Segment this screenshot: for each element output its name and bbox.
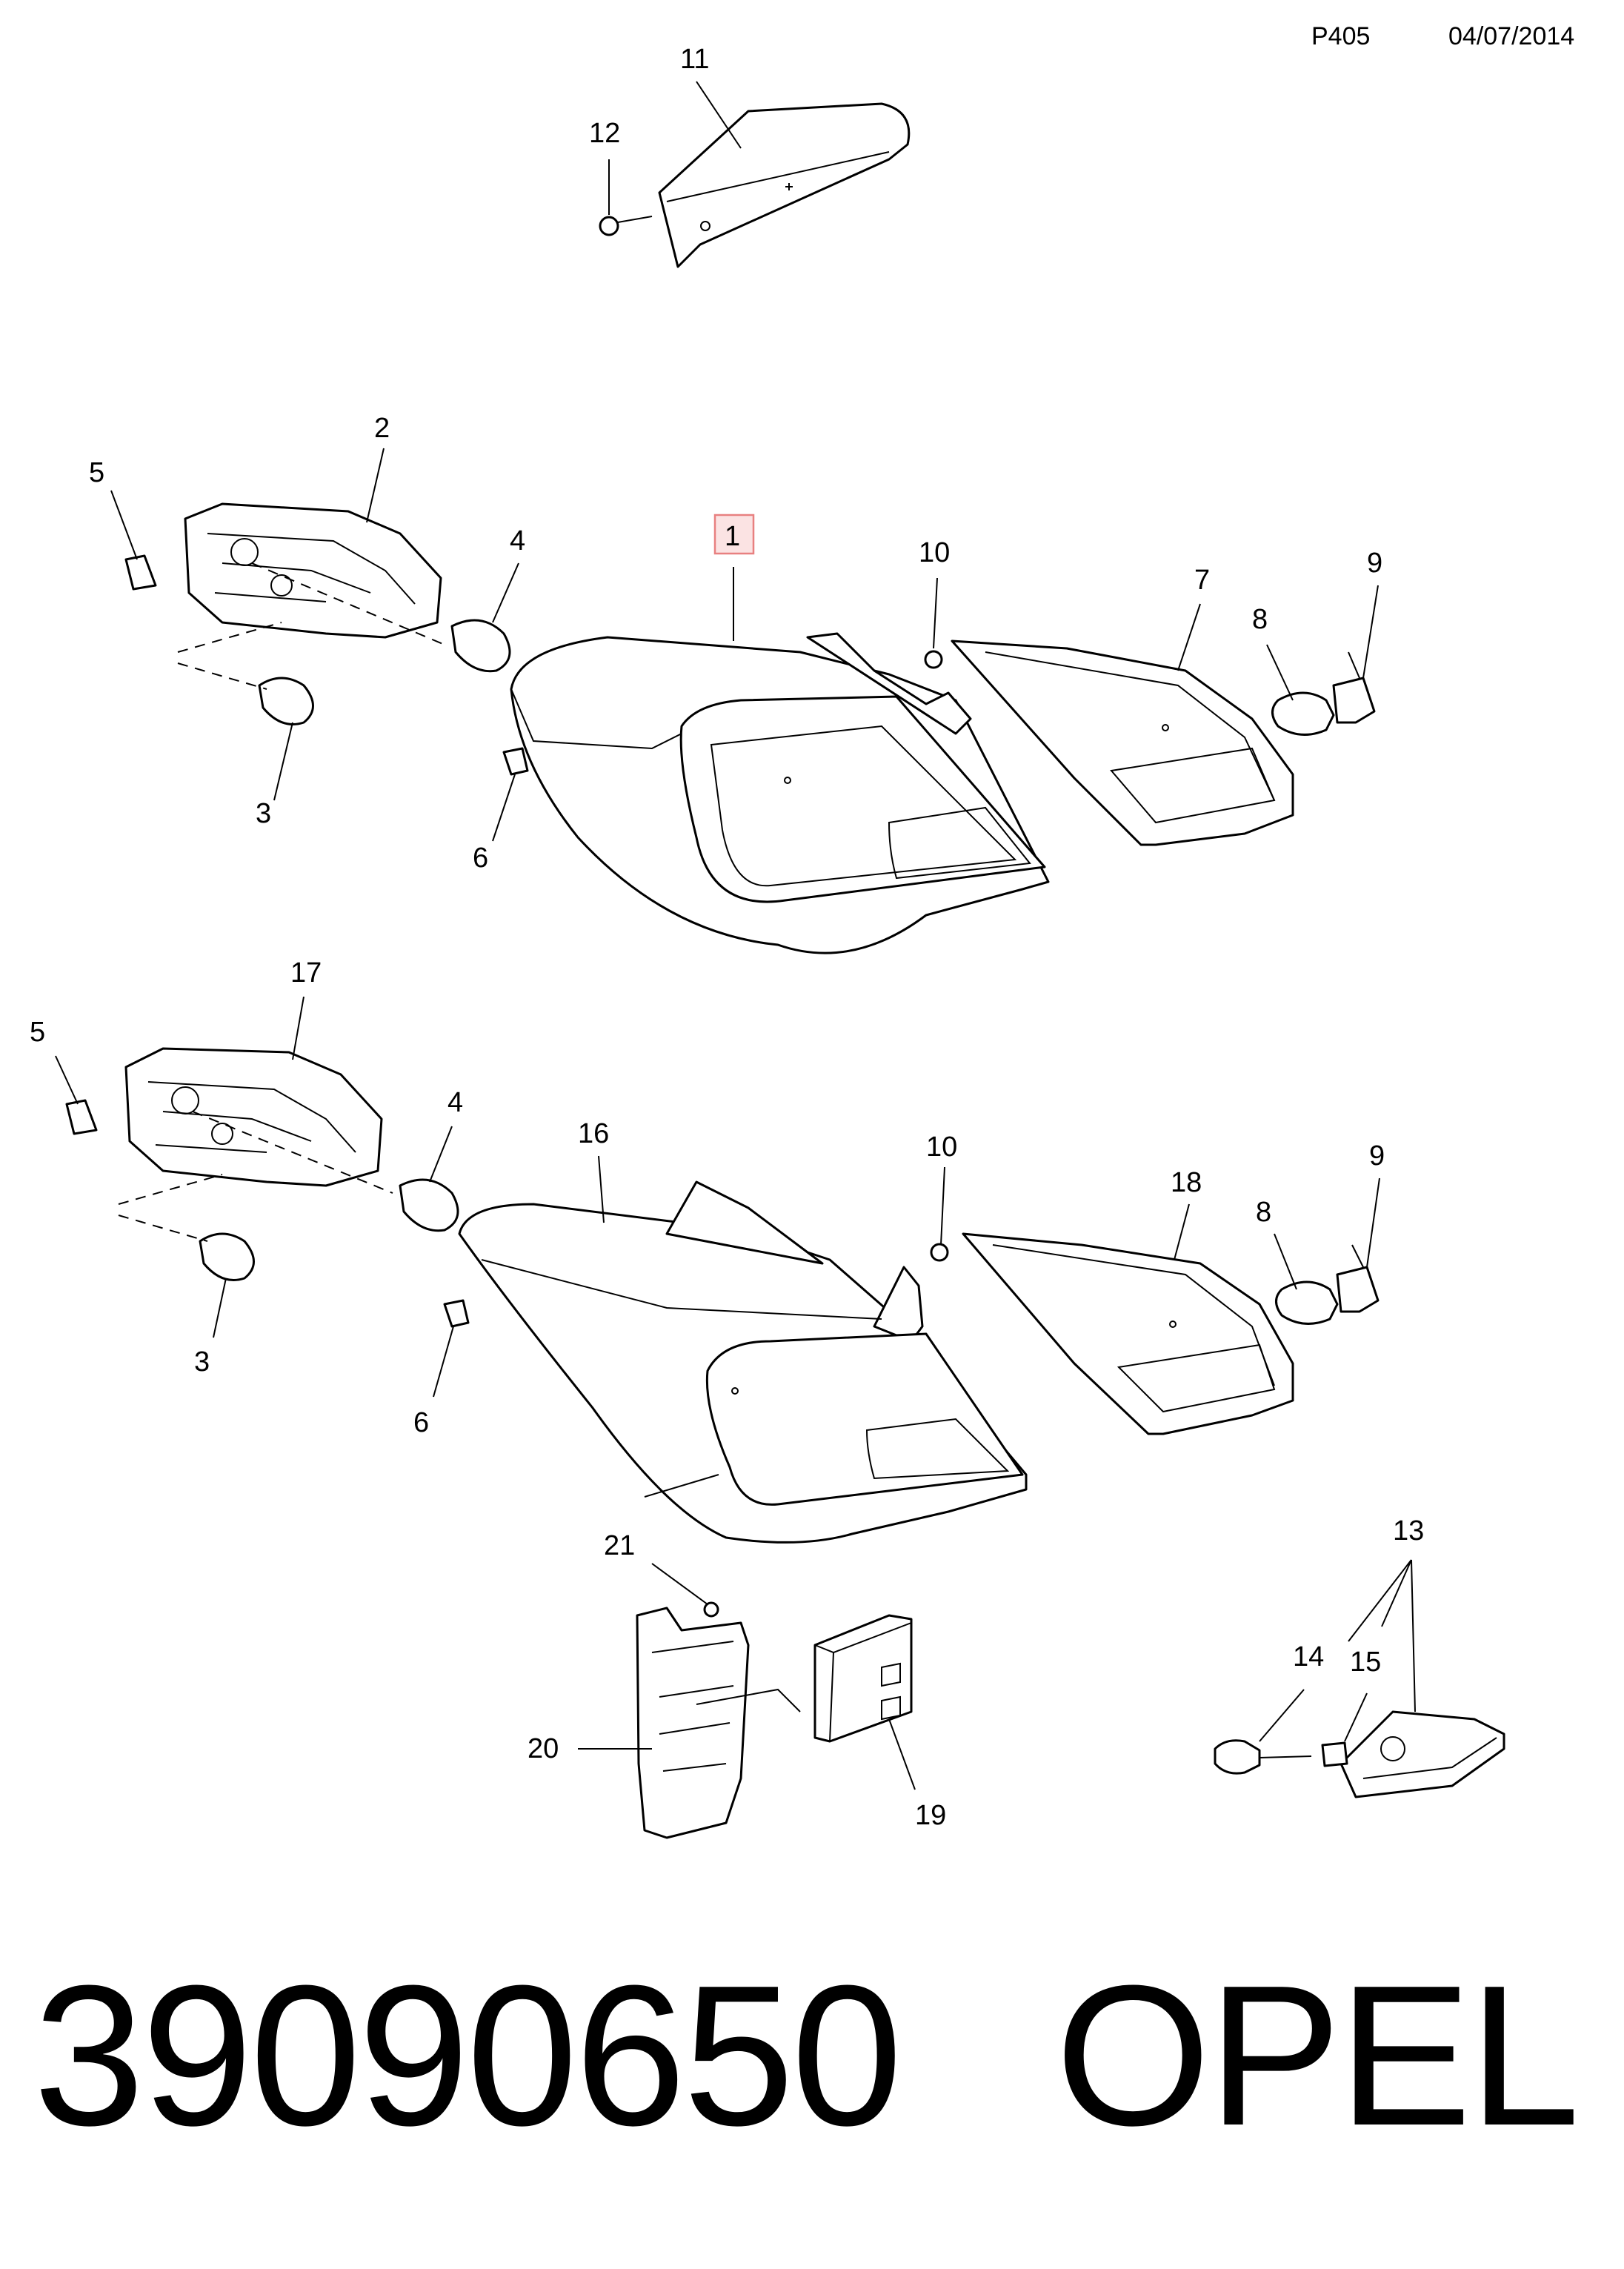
leader-5b — [55, 1055, 79, 1105]
callout-2[interactable]: 2 — [374, 413, 390, 444]
leader-10b — [940, 1166, 945, 1246]
callout-9a[interactable]: 9 — [1367, 548, 1382, 579]
part-3-bulb-lower[interactable] — [199, 1232, 255, 1281]
axis-upper-3b — [177, 662, 267, 690]
part-6-clip[interactable] — [502, 747, 529, 776]
callout-13[interactable]: 13 — [1393, 1515, 1424, 1547]
leader-9b — [1366, 1177, 1380, 1268]
callout-15[interactable]: 15 — [1350, 1647, 1381, 1678]
callout-3a[interactable]: 3 — [256, 798, 271, 829]
leader-5a — [110, 490, 138, 560]
part-15-bulb[interactable] — [1321, 1741, 1348, 1767]
part-5-clip[interactable] — [124, 554, 157, 591]
part-17-bulb-holder[interactable] — [124, 1047, 383, 1187]
callout-1-highlight — [713, 514, 755, 555]
callout-10b[interactable]: 10 — [926, 1132, 957, 1163]
axis-upper-3a — [177, 622, 282, 653]
part-18-inner-lamp[interactable] — [962, 1232, 1294, 1435]
leader-13c — [1411, 1559, 1416, 1712]
callout-18[interactable]: 18 — [1171, 1167, 1202, 1198]
part-10-screw-lower[interactable] — [930, 1243, 949, 1262]
callout-5b[interactable]: 5 — [30, 1017, 45, 1048]
axis-lower-3a — [118, 1174, 223, 1205]
callout-10a[interactable]: 10 — [919, 537, 950, 568]
part-8-bulb[interactable] — [1271, 691, 1335, 736]
part-19-module[interactable] — [813, 1614, 913, 1743]
callout-16[interactable]: 16 — [578, 1118, 609, 1149]
axis-lower-4 — [192, 1111, 393, 1194]
leader-6b — [433, 1326, 454, 1398]
part-12-screw[interactable] — [599, 216, 653, 236]
callout-7[interactable]: 7 — [1194, 565, 1210, 596]
callout-11[interactable]: 11 — [680, 44, 709, 75]
part-9-socket-lower[interactable] — [1336, 1244, 1380, 1313]
callout-8a[interactable]: 8 — [1252, 604, 1268, 635]
leader-13b — [1381, 1559, 1412, 1627]
parts-diagram: 11 12 2 5 4 3 — [30, 44, 1505, 1839]
callout-21[interactable]: 21 — [604, 1530, 635, 1561]
part-4-bulb[interactable] — [450, 619, 511, 673]
leader-4a — [492, 562, 519, 623]
leader-14 — [1259, 1689, 1305, 1742]
part-11-brake-light[interactable] — [658, 102, 911, 268]
part-2-bulb-holder[interactable] — [184, 502, 442, 639]
callout-17[interactable]: 17 — [290, 957, 322, 989]
callout-20[interactable]: 20 — [528, 1733, 559, 1764]
callout-4b[interactable]: 4 — [447, 1087, 463, 1118]
leader-19 — [888, 1718, 916, 1790]
leader-8b — [1274, 1233, 1297, 1290]
brand-name: OPEL — [1055, 1944, 1580, 2167]
diagram-date: 04/07/2014 — [1448, 22, 1575, 50]
callout-4a[interactable]: 4 — [510, 525, 525, 557]
leader-9a — [1362, 585, 1379, 679]
axis-lower-3b — [118, 1215, 208, 1242]
part-number: 39090650 — [33, 1944, 902, 2167]
part-4-bulb-lower[interactable] — [399, 1178, 459, 1232]
callout-6a[interactable]: 6 — [473, 843, 488, 874]
part-21-screw[interactable] — [703, 1601, 719, 1618]
part-20-bracket[interactable] — [636, 1607, 801, 1839]
leader-3a — [273, 722, 293, 801]
callout-8b[interactable]: 8 — [1256, 1197, 1271, 1228]
part-16-tail-lamp[interactable] — [458, 1180, 1028, 1544]
callout-9b[interactable]: 9 — [1369, 1140, 1385, 1172]
part-3-bulb[interactable] — [258, 677, 314, 725]
leader-16 — [598, 1155, 605, 1223]
leader-6a — [492, 774, 516, 842]
part-9-socket[interactable] — [1332, 651, 1376, 724]
part-5-clip-lower[interactable] — [65, 1099, 98, 1135]
callout-12[interactable]: 12 — [589, 118, 620, 149]
callout-1[interactable]: 1 — [725, 521, 740, 552]
callout-14[interactable]: 14 — [1293, 1641, 1324, 1672]
part-10-screw[interactable] — [924, 650, 943, 669]
leader-18 — [1174, 1203, 1190, 1260]
part-8-bulb-lower[interactable] — [1275, 1280, 1339, 1325]
leader-2 — [366, 448, 385, 523]
leader-17 — [292, 996, 304, 1060]
leader-8a — [1266, 644, 1294, 701]
leader-13a — [1348, 1559, 1412, 1642]
leader-3b — [213, 1278, 227, 1338]
callout-6b[interactable]: 6 — [413, 1407, 429, 1438]
diagram-code: P405 — [1311, 22, 1371, 50]
callout-19[interactable]: 19 — [915, 1800, 946, 1831]
part-13-license-lamp[interactable] — [1340, 1710, 1505, 1798]
leader-21 — [651, 1563, 708, 1605]
callout-5a[interactable]: 5 — [89, 457, 104, 488]
part-7-inner-lamp[interactable] — [951, 639, 1294, 846]
part-1-tail-lamp[interactable] — [510, 632, 1050, 954]
callout-3b[interactable]: 3 — [194, 1346, 210, 1378]
part-14-bulb[interactable] — [1214, 1739, 1312, 1775]
leader-11 — [696, 81, 742, 149]
leader-4b — [429, 1126, 453, 1183]
leader-10a — [933, 577, 938, 649]
leader-15 — [1344, 1692, 1368, 1742]
leader-7 — [1177, 603, 1201, 671]
part-6-clip-lower[interactable] — [443, 1299, 470, 1328]
footer: 39090650 OPEL — [33, 1944, 1580, 2167]
